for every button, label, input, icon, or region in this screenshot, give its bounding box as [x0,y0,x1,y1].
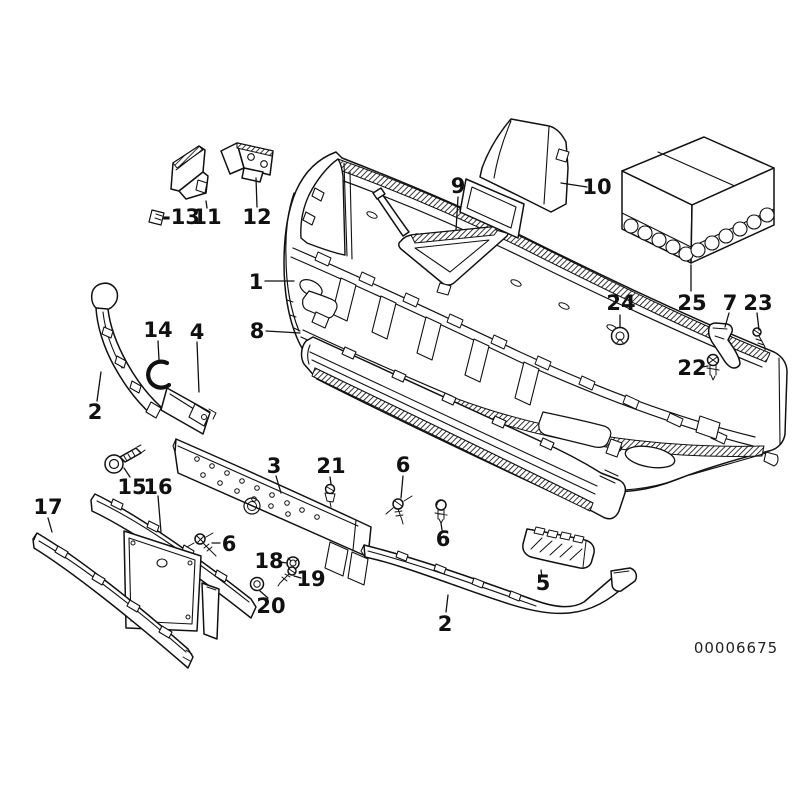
callout-25[interactable]: 25 [677,291,706,315]
part-10-air-duct [460,119,569,238]
callout-8[interactable]: 8 [250,319,265,343]
part-8-grille [302,337,626,519]
callout-24[interactable]: 24 [606,291,635,315]
callout-19[interactable]: 19 [296,567,325,591]
callout-13[interactable]: -13 [162,205,200,229]
callout-22[interactable]: 22 [677,356,706,380]
part-21-clip [325,485,335,508]
part-7-bracket-arm [709,323,740,368]
part-14-c-clip [148,361,170,387]
callout-10[interactable]: 10 [582,175,611,199]
drawing-number: 00006675 [694,639,778,657]
part-20-plug [251,578,264,591]
callout-7[interactable]: 7 [723,291,738,315]
callout-16[interactable]: 16 [143,475,172,499]
part-2-trim-strip-bottom [361,545,636,613]
part-24-grommet [612,328,629,345]
part-4-bracket-strip [161,388,216,434]
callout-1[interactable]: 1 [249,270,264,294]
callout-5[interactable]: 5 [536,571,551,595]
part-18-nut [287,557,299,569]
callout-labels: 1 2 2 3 4 5 6 6 6 7 8 9 10 11 12 -13 14 … [33,174,772,636]
part-16-license-plate-base [91,494,256,639]
callout-23[interactable]: 23 [743,291,772,315]
part-25-kit-box [622,137,774,263]
part-6-screw-b [386,496,412,524]
part-6-rivet-c [435,500,447,523]
callout-17[interactable]: 17 [33,495,62,519]
callout-20[interactable]: 20 [256,594,285,618]
part-13-clip [149,210,164,225]
callout-6-c[interactable]: 6 [436,527,451,551]
callout-6-b[interactable]: 6 [396,453,411,477]
callout-3[interactable]: 3 [267,454,282,478]
part-19-screw [278,567,296,586]
callout-14[interactable]: 14 [143,318,172,342]
callout-12[interactable]: 12 [242,205,271,229]
callout-15[interactable]: 15 [117,475,146,499]
callout-9[interactable]: 9 [451,174,466,198]
part-5-grille-insert [523,527,594,568]
callout-21[interactable]: 21 [316,454,345,478]
part-11-bracket [171,146,208,199]
part-6-screw-a [187,533,216,556]
callout-2-left[interactable]: 2 [88,400,103,424]
leader-lines [48,178,759,612]
part-15-tow-eye [105,445,145,473]
callout-4[interactable]: 4 [190,320,205,344]
part-17-lower-strip [33,533,193,668]
callout-2-bottom[interactable]: 2 [438,612,453,636]
part-2-trim-strip-left [92,283,161,418]
part-22-rivet [707,355,719,381]
part-12-bracket [221,143,273,182]
callout-18[interactable]: 18 [254,549,283,573]
callout-11[interactable]: 11 [192,205,221,229]
callout-6-a[interactable]: 6 [222,532,237,556]
